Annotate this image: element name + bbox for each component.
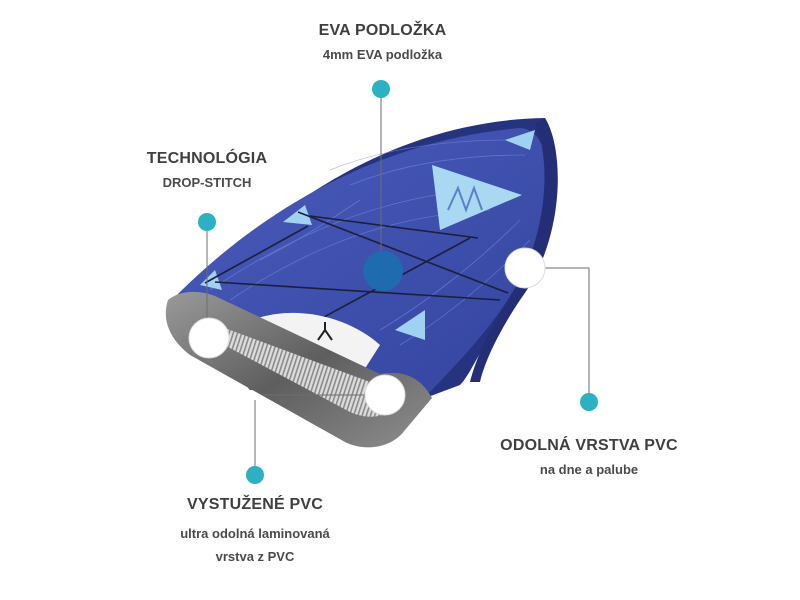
reinforced-pvc-title: VYSTUŽENÉ PVC [187, 496, 323, 513]
reinforced-marker[interactable] [364, 374, 406, 416]
technology-callout: TECHNOLÓGIA DROP-STITCH [126, 150, 288, 194]
pvc-layer-marker[interactable] [504, 247, 546, 289]
technology-title: TECHNOLÓGIA [146, 150, 268, 167]
deck-accent-triangle [395, 310, 425, 340]
eva-pad-subtitle: 4mm EVA podložka [322, 47, 443, 62]
reinforced-callout-dot[interactable] [246, 466, 264, 484]
technology-callout-dot[interactable] [198, 213, 216, 231]
pvc-layer-title: ODOLNÁ VRSTVA PVC [500, 437, 678, 454]
reinforced-pvc-callout: VYSTUŽENÉ PVC ultra odolná laminovaná vr… [150, 496, 360, 568]
eva-pad-marker[interactable] [363, 251, 403, 291]
reinforced-pvc-subtitle-line1: ultra odolná laminovaná [180, 526, 330, 541]
pvc-layer-callout-dot[interactable] [580, 393, 598, 411]
reinforced-pvc-subtitle-line2: vrstva z PVC [215, 549, 295, 564]
pvc-layer-subtitle: na dne a palube [539, 462, 639, 477]
pvc-layer-callout: ODOLNÁ VRSTVA PVC na dne a palube [478, 437, 700, 481]
eva-pad-title: EVA PODLOŽKA [318, 22, 447, 39]
side-rail [470, 118, 558, 382]
deck-accent-triangle [283, 205, 312, 225]
drop-stitch-fibers [196, 325, 405, 417]
technology-marker[interactable] [188, 317, 230, 359]
eva-pad-callout: EVA PODLOŽKA 4mm EVA podložka [300, 22, 465, 66]
eva-callout-dot[interactable] [372, 80, 390, 98]
deck-accent-triangle [505, 130, 535, 150]
reinforced-pvc-subtitle: ultra odolná laminovaná vrstva z PVC [150, 522, 360, 568]
brand-logo-mark [447, 185, 483, 213]
technology-subtitle: DROP-STITCH [162, 175, 252, 190]
tail-pad-logo [317, 322, 333, 341]
